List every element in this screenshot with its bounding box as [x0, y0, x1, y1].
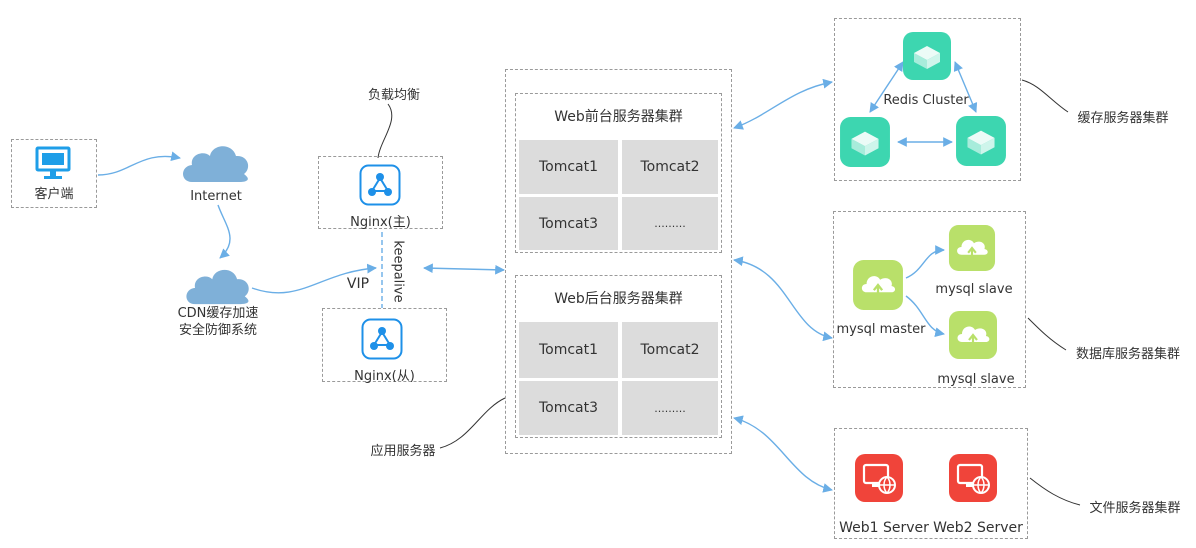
- back-cell-4: .........: [622, 381, 718, 435]
- app-redis-arrow: [733, 78, 833, 130]
- cdn-label-line1: CDN缓存加速: [177, 306, 259, 321]
- mysql-slave2-label: mysql slave: [937, 372, 1015, 387]
- file-server-box: [834, 428, 1028, 539]
- mysql-slave1-icon: [947, 224, 997, 276]
- lb-to-app-arrow: [423, 263, 505, 275]
- client-label: 客户端: [34, 187, 74, 202]
- file-caption: 文件服务器集群: [1089, 501, 1181, 516]
- nginx-master-box: [318, 156, 443, 229]
- mysql-master-icon: [852, 259, 904, 315]
- redis-node-left-icon: [839, 116, 891, 172]
- mysql-slave2-icon: [948, 310, 998, 364]
- web2-server-label: Web2 Server: [933, 520, 1023, 536]
- back-cell-2: Tomcat2: [622, 322, 718, 378]
- internet-label: Internet: [190, 189, 242, 204]
- redis-label: Redis Cluster: [883, 93, 969, 108]
- app-file-arrow: [733, 415, 833, 493]
- web2-server-icon: [948, 453, 998, 507]
- client-box: [11, 139, 97, 208]
- back-cluster-title: Web后台服务器集群: [554, 291, 683, 307]
- keepalive-label-wrap: keepalive: [388, 236, 408, 306]
- mysql-box: [833, 211, 1026, 388]
- lb-caption-leader: [377, 103, 393, 159]
- redis-node-top-icon: [902, 31, 952, 85]
- front-cluster-box: [515, 93, 722, 253]
- app-caption: 应用服务器: [370, 444, 436, 459]
- mysql-caption-leader: [1027, 317, 1067, 351]
- nginx-master-icon: [359, 164, 401, 210]
- internet-to-cdn-arrow: [217, 204, 231, 259]
- front-cluster-title: Web前台服务器集群: [554, 109, 683, 125]
- internet-cloud-icon: [178, 138, 254, 188]
- back-cluster-box: [515, 275, 722, 438]
- monitor-icon: [34, 146, 72, 186]
- app-mysql-arrow: [733, 256, 833, 342]
- app-server-outer-box: [505, 69, 732, 454]
- back-cell-3: Tomcat3: [519, 381, 618, 435]
- app-caption-leader: [439, 397, 506, 449]
- redis-node-right-icon: [955, 115, 1007, 171]
- cdn-cloud-icon: [180, 262, 256, 310]
- front-cell-1: Tomcat1: [519, 140, 618, 194]
- keepalive-label: keepalive: [390, 239, 406, 303]
- redis-caption: 缓存服务器集群: [1077, 111, 1169, 126]
- nginx-slave-box: [322, 308, 447, 382]
- front-cell-2: Tomcat2: [622, 140, 718, 194]
- nginx-slave-label: Nginx(从): [354, 369, 415, 384]
- lb-caption: 负载均衡: [367, 88, 420, 103]
- mysql-master-label: mysql master: [836, 322, 926, 337]
- nginx-master-label: Nginx(主): [350, 215, 411, 230]
- redis-caption-leader: [1021, 79, 1069, 113]
- redis-box: [834, 18, 1021, 181]
- mysql-caption: 数据库服务器集群: [1075, 347, 1180, 362]
- cdn-label-line2: 安全防御系统: [178, 323, 257, 338]
- front-cell-4: .........: [622, 197, 718, 250]
- front-cell-3: Tomcat3: [519, 197, 618, 250]
- web1-server-icon: [854, 453, 904, 507]
- nginx-slave-icon: [361, 318, 403, 364]
- vip-label: VIP: [346, 276, 370, 292]
- file-caption-leader: [1029, 477, 1081, 506]
- back-cell-1: Tomcat1: [519, 322, 618, 378]
- mysql-slave1-label: mysql slave: [935, 282, 1013, 297]
- web1-server-label: Web1 Server: [839, 520, 929, 536]
- client-to-internet-arrow: [97, 151, 181, 176]
